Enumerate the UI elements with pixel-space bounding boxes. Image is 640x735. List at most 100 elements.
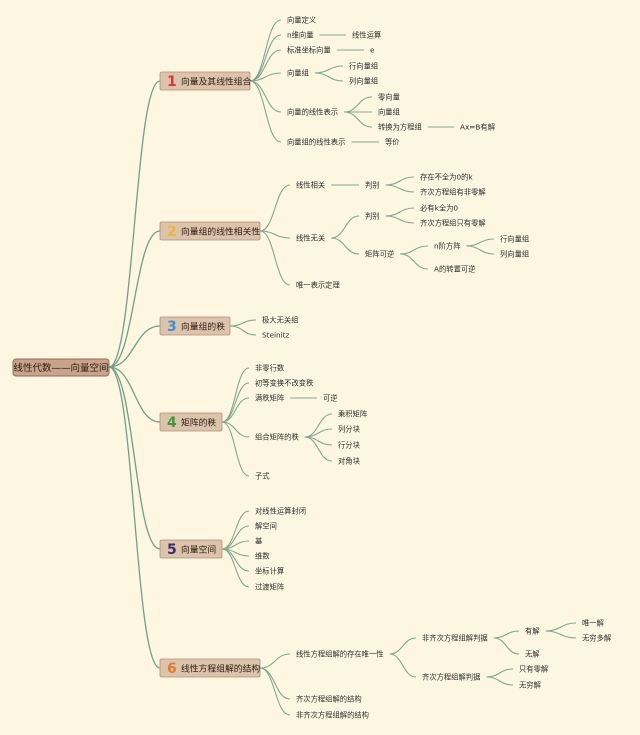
node-topics-5-nodes-0-children-1-children-0-link	[486, 668, 514, 678]
node-topics-1-nodes-1-children-0-link	[331, 215, 360, 239]
topic-1-label: 向量及其线性组合	[181, 75, 252, 87]
node-t1-d: 向量组	[287, 69, 309, 78]
node-topics-5-nodes-0-children-1-link	[389, 653, 417, 678]
node-topics-5-nodes-0-children-0-children-0-children-0-link	[545, 622, 577, 632]
node-topics-0-nodes-3-children-1: 列向量组	[349, 77, 378, 86]
node-t1-c: 标准坐标向量	[287, 46, 331, 55]
node-topics-1-nodes-1-children-1: 矩阵可逆	[365, 250, 395, 259]
node-t3-b: Steinitz	[262, 331, 290, 340]
node-t5-e: 坐标计算	[255, 567, 284, 576]
node-topics-0-nodes-1-children-0: 线性运算	[352, 31, 381, 40]
node-topics-5-nodes-0-children-1-children-0: 只有零解	[519, 665, 548, 674]
branch-topic-6	[108, 366, 161, 669]
node-t6-c: 非齐次方程组解的结构	[296, 711, 369, 720]
node-topics-1-nodes-1-children-0-children-0: 必有k全为0	[420, 204, 458, 213]
node-topics-1-nodes-1-children-1-children-1: A的转置可逆	[434, 265, 476, 274]
branch-t2-a	[259, 184, 291, 232]
topic-6-number: 6	[167, 661, 177, 677]
node-topics-0-nodes-3-children-1-link	[314, 72, 344, 82]
node-topics-0-nodes-4-children-1: 向量组	[378, 108, 400, 117]
root-node-label: 线性代数——向量空间	[13, 362, 108, 374]
branch-t6-c	[259, 667, 291, 716]
branch-t6-b	[259, 667, 291, 700]
node-t1-a: 向量定义	[287, 16, 317, 25]
node-topics-1-nodes-1-children-0: 判别	[365, 212, 380, 221]
node-topics-3-nodes-3-children-1: 列分块	[338, 425, 361, 434]
node-topics-0-nodes-4-children-2-link	[344, 111, 373, 128]
node-t4-d: 组合矩阵的秩	[255, 433, 299, 442]
node-topics-3-nodes-3-children-3: 对角块	[338, 457, 361, 466]
branch-t6-a	[259, 653, 291, 669]
branch-topic-5	[108, 366, 161, 550]
branch-t4-e	[221, 421, 250, 477]
node-topics-5-nodes-0-children-0-link	[389, 637, 417, 655]
node-topics-1-nodes-1-children-0-children-0-link	[385, 207, 415, 217]
branch-t4-a	[221, 367, 250, 423]
node-topics-5-nodes-0-children-0-children-0-children-1-link	[545, 630, 577, 639]
branch-t1-d	[249, 72, 282, 82]
node-topics-5-nodes-0-children-0-children-0-children-0: 唯一解	[582, 619, 604, 628]
node-t2-a: 线性相关	[296, 181, 325, 190]
node-topics-3-nodes-2-children-0: 可逆	[323, 394, 338, 403]
node-topics-5-nodes-0-children-0: 非齐次方程组解判据	[422, 634, 488, 643]
node-t4-c: 满秩矩阵	[255, 394, 285, 403]
branch-t4-b	[221, 382, 250, 423]
node-topics-5-nodes-0-children-1-children-1: 无穷解	[519, 681, 541, 690]
topic-5-box	[159, 539, 223, 559]
topic-5-label: 向量空间	[181, 543, 216, 555]
branch-topic-2	[108, 230, 161, 368]
branch-t1-b	[249, 34, 282, 82]
branch-t3-b	[229, 325, 257, 336]
node-topics-5-nodes-0-children-0-children-0: 有解	[525, 627, 540, 636]
branch-t4-c	[221, 397, 250, 423]
node-topics-0-nodes-4-children-2: 转换为方程组	[378, 123, 422, 132]
node-topics-5-nodes-0-children-0-children-0-children-1: 无穷多解	[582, 634, 611, 643]
topic-2-box	[159, 221, 261, 241]
branch-t1-c	[249, 49, 282, 82]
node-topics-1-nodes-1-children-0-children-1-link	[385, 215, 415, 224]
node-topics-0-nodes-5-children-0: 等价	[385, 138, 400, 147]
topic-4-box	[159, 412, 223, 432]
node-topics-0-nodes-3-children-0: 行向量组	[349, 62, 378, 71]
topic-1-number: 1	[167, 74, 177, 90]
topic-4-number: 4	[167, 415, 177, 431]
node-topics-1-nodes-0-children-0: 判别	[365, 181, 380, 190]
node-topics-1-nodes-1-children-0-children-1: 齐次方程组只有零解	[420, 219, 486, 228]
node-topics-1-nodes-1-children-1-children-0-children-1: 列向量组	[500, 250, 529, 259]
branch-t1-f	[249, 80, 282, 143]
topic-6-label: 线性方程组解的结构	[181, 662, 260, 674]
topic-6-box	[159, 658, 261, 678]
node-t4-a: 非零行数	[255, 364, 285, 373]
node-topics-5-nodes-0-children-0-children-1-link	[493, 637, 520, 655]
node-t1-f: 向量组的线性表示	[287, 138, 345, 147]
topic-4-label: 矩阵的秩	[181, 416, 216, 428]
node-topics-5-nodes-0-children-0-children-1: 无解	[525, 650, 540, 659]
node-topics-1-nodes-1-children-1-children-0-children-0-link	[466, 238, 495, 247]
branch-t5-a	[221, 510, 250, 550]
node-topics-5-nodes-0-children-1: 齐次方程组解判据	[422, 673, 480, 682]
node-topics-0-nodes-4-children-0: 零向量	[378, 93, 400, 102]
node-topics-1-nodes-1-children-1-children-0: n阶方阵	[434, 242, 461, 251]
node-topics-0-nodes-3-children-0-link	[314, 65, 344, 74]
node-topics-1-nodes-0-children-0-children-0-link	[385, 176, 415, 186]
node-topics-5-nodes-0-children-0-children-0-link	[493, 630, 520, 639]
topic-2-number: 2	[167, 224, 177, 240]
node-t6-a: 线性方程组解的存在唯一性	[296, 650, 384, 659]
node-topics-1-nodes-1-children-1-children-0-link	[400, 245, 429, 255]
node-t6-b: 齐次方程组解的结构	[296, 695, 362, 704]
node-t5-a: 对线性运算封闭	[255, 507, 306, 516]
node-t1-e: 向量的线性表示	[287, 108, 338, 117]
node-topics-1-nodes-1-children-1-children-1-link	[400, 253, 429, 270]
topic-3-label: 向量组的秩	[181, 320, 225, 332]
topic-3-number: 3	[167, 319, 177, 335]
node-t2-c: 唯一表示定理	[296, 281, 340, 290]
topic-5-number: 5	[167, 542, 177, 558]
node-topics-1-nodes-1-children-1-link	[331, 237, 360, 255]
node-t5-c: 基	[255, 537, 263, 546]
node-t2-b: 线性无关	[296, 234, 325, 243]
node-t5-d: 维数	[255, 552, 270, 561]
root-node-box	[12, 358, 110, 377]
topic-1-box	[159, 71, 251, 91]
